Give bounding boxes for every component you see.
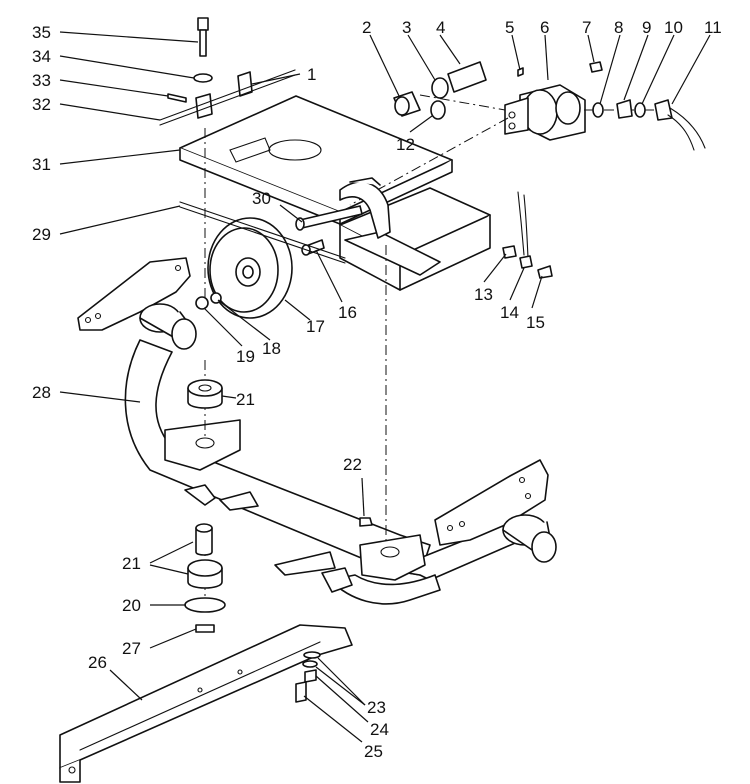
callout-32: 32 [32,95,51,114]
key-5 [517,67,524,77]
callout-29: 29 [32,225,51,244]
fitting-9 [616,99,633,119]
screw-33 [167,93,187,103]
callout-4: 4 [436,18,445,37]
o-ring-10 [634,102,646,118]
callout-1: 1 [307,65,316,84]
callout-15: 15 [526,313,545,332]
callout-11: 11 [704,18,722,37]
hose-11 [654,99,706,151]
callout-26: 26 [88,653,107,672]
callout-19: 19 [236,347,255,366]
callout-35: 35 [32,23,51,42]
pulley [207,217,293,319]
isolator-upper [187,379,223,409]
nut-19 [195,296,209,310]
callout-27: 27 [122,639,141,658]
callout-33: 33 [32,71,51,90]
callout-6: 6 [540,18,549,37]
callout-2: 2 [362,18,371,37]
callout-34: 34 [32,47,51,66]
clamp-3 [431,77,449,99]
callout-3: 3 [402,18,411,37]
callout-13: 13 [474,285,493,304]
leader-lines [59,31,711,743]
hose-4 [447,61,487,93]
nut-22 [359,517,373,527]
callout-28: 28 [32,383,51,402]
bolt-35 [197,17,209,57]
tube-32 [159,69,296,121]
callout-10: 10 [664,18,683,37]
isolator-lower [187,523,223,589]
pump-bracket [339,177,391,239]
callout-21a: 21 [236,390,255,409]
callout-8: 8 [614,18,623,37]
callout-16: 16 [338,303,357,322]
callout-7: 7 [582,18,591,37]
callout-30: 30 [252,189,271,208]
callout-17: 17 [306,317,325,336]
housing-plate [339,187,491,291]
callout-21b: 21 [122,554,141,573]
callout-22: 22 [343,455,362,474]
callout-9: 9 [642,18,651,37]
callout-5: 5 [505,18,514,37]
frame-weldment [77,257,557,605]
nut-27 [195,624,215,633]
nut-13 [502,245,517,259]
washer-20 [184,597,226,613]
bolt-15 [537,265,553,279]
o-ring-12 [430,100,446,120]
callout-14: 14 [500,303,519,322]
o-ring-8 [592,102,604,118]
callout-24: 24 [370,720,389,739]
callout-12: 12 [396,135,415,154]
spring-24 [304,669,317,683]
tube-29 [179,201,346,259]
callout-labels: 1 2 3 4 5 6 7 8 9 10 11 12 13 14 15 16 1… [32,18,722,761]
bolt-25 [295,681,307,703]
bolt-30 [295,205,363,231]
hydraulic-pump [504,84,586,141]
callout-18: 18 [262,339,281,358]
callout-20: 20 [122,596,141,615]
callout-25: 25 [364,742,383,761]
washer-23a [303,651,321,659]
nut-7 [589,61,603,73]
washer-34 [193,73,213,83]
washer-23b [302,660,318,668]
callout-31: 31 [32,155,51,174]
fitting-2 [393,91,421,117]
skid-rail [59,624,353,783]
wire-harness [517,191,533,269]
callout-23: 23 [367,698,386,717]
